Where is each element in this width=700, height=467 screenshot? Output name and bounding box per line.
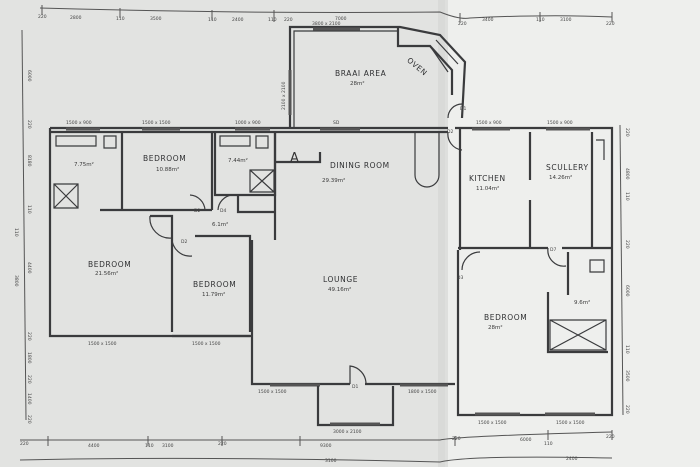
dimension-label: 2400: [232, 17, 244, 23]
dimension-label: 220: [606, 21, 615, 27]
dimension-label: 4800: [624, 168, 630, 180]
dimension-label: 7000: [335, 16, 347, 22]
dimension-lines: [19, 5, 624, 463]
dimension-label: 220: [26, 120, 32, 129]
room-bedroom3-area: 11.79m²: [202, 291, 225, 298]
main-walls: [48, 126, 455, 427]
room-lounge-area: 49.16m²: [328, 286, 351, 293]
room-bedroom3-name: BEDROOM: [193, 280, 236, 289]
dimension-label: 3100: [560, 17, 572, 23]
dimension-label: 3400: [482, 17, 494, 23]
dimension-label: 220: [624, 128, 630, 137]
window-label: 1500 x 900: [547, 120, 573, 126]
door-label: D2: [181, 239, 187, 245]
door-label: D2: [194, 208, 200, 214]
window-label: 1500 x 1500: [258, 389, 287, 395]
dimension-label: 220: [26, 375, 32, 384]
room-bedroom4-area: 28m²: [488, 324, 503, 331]
window-label: 1500 x 1500: [192, 341, 221, 347]
window-label: 1500 x 1500: [88, 341, 117, 347]
right-wing-walls: [447, 103, 614, 417]
dimension-label: 220: [624, 405, 630, 414]
section-marker: A: [290, 151, 299, 166]
dimension-label: 110: [26, 205, 32, 214]
room-dining-area: 29.39m²: [322, 177, 345, 184]
room-bedroom1-name: BEDROOM: [143, 154, 186, 163]
room-bedroom1-area: 10.88m²: [156, 166, 179, 173]
dimension-label: 220: [218, 441, 227, 447]
window-label: 1000 x 900: [235, 120, 261, 126]
door-label: D2: [447, 129, 453, 135]
dimension-label: 110: [268, 17, 277, 23]
window-label: 1500 x 1500: [556, 420, 585, 426]
braai-area-walls: [288, 25, 467, 128]
dimension-label: 110: [116, 16, 125, 22]
dimension-label: 220: [606, 434, 615, 440]
dimension-label: 1400: [26, 393, 32, 405]
window-label: 3800 x 2100: [312, 21, 341, 27]
dimension-label: 3500: [150, 16, 162, 22]
dimension-label: 110: [208, 17, 217, 23]
dimension-label: 220: [284, 17, 293, 23]
room-bedroom4-name: BEDROOM: [484, 313, 527, 322]
dimension-label: 4400: [26, 262, 32, 274]
room-bedroom2-name: BEDROOM: [88, 260, 131, 269]
paper-left: [0, 0, 445, 467]
door-label: D1: [352, 384, 358, 390]
dimension-label: 2400: [566, 456, 578, 462]
window-label: SD: [333, 120, 340, 126]
dimension-label: 220: [458, 21, 467, 27]
door-label: D4: [220, 208, 226, 214]
room-lounge-name: LOUNGE: [323, 275, 358, 284]
window-label: 1500 x 1500: [142, 120, 171, 126]
dimension-label: 220: [26, 415, 32, 424]
dimension-label: 3500: [624, 370, 630, 382]
paper-right: [445, 0, 700, 467]
dimension-label: 3800: [13, 275, 19, 287]
dimension-label: 220: [452, 436, 461, 442]
dimension-label: 3100: [325, 458, 337, 464]
window-label: 2100 x 2100: [281, 81, 287, 110]
door-label: D3: [457, 275, 463, 281]
dimension-label: 9300: [320, 443, 332, 449]
room-scullery-area: 14.26m²: [549, 174, 572, 181]
dimension-label: 220: [20, 441, 29, 447]
dimension-label: 110: [536, 17, 545, 23]
dimension-label: 220: [624, 240, 630, 249]
room-ensuite-area: 9.6m²: [574, 299, 590, 306]
dimension-label: 110: [544, 441, 553, 447]
room-passage-area: 6.1m²: [212, 221, 228, 228]
dimension-label: 6000: [26, 70, 32, 82]
dimension-label: 220: [26, 332, 32, 341]
room-braai-area: 28m²: [350, 80, 365, 87]
room-kitchen-area: 11.04m²: [476, 185, 499, 192]
room-dining-name: DINING ROOM: [330, 161, 390, 170]
room-kitchen-name: KITCHEN: [469, 174, 506, 183]
dimension-label: 110: [624, 345, 630, 354]
window-label: 1500 x 900: [476, 120, 502, 126]
dimension-label: 2800: [70, 15, 82, 21]
door-label: D1: [460, 106, 466, 112]
dimension-label: 110: [13, 228, 19, 237]
paper-fold: [438, 0, 448, 467]
room-bath2-area: 7.44m²: [228, 157, 248, 164]
window-label: 1500 x 900: [66, 120, 92, 126]
dimension-label: 8180: [26, 155, 32, 167]
dimension-label: 6000: [624, 285, 630, 297]
window-label: 1500 x 1500: [478, 420, 507, 426]
dimension-label: 1800: [26, 352, 32, 364]
dimension-label: 110: [145, 443, 154, 449]
dimension-label: 220: [38, 14, 47, 20]
room-bedroom2-area: 21.56m²: [95, 270, 118, 277]
window-label: 1800 x 1500: [408, 389, 437, 395]
door-label: D7: [550, 247, 556, 253]
dimension-label: 6000: [520, 437, 532, 443]
room-braai-name: BRAAI AREA: [335, 69, 387, 78]
dimension-label: 4400: [88, 443, 100, 449]
window-label: 3000 x 2100: [333, 429, 362, 435]
room-scullery-name: SCULLERY: [546, 163, 589, 172]
room-bath1-area: 7.75m²: [74, 161, 94, 168]
dimension-label: 3100: [162, 443, 174, 449]
dimension-label: 110: [624, 192, 630, 201]
